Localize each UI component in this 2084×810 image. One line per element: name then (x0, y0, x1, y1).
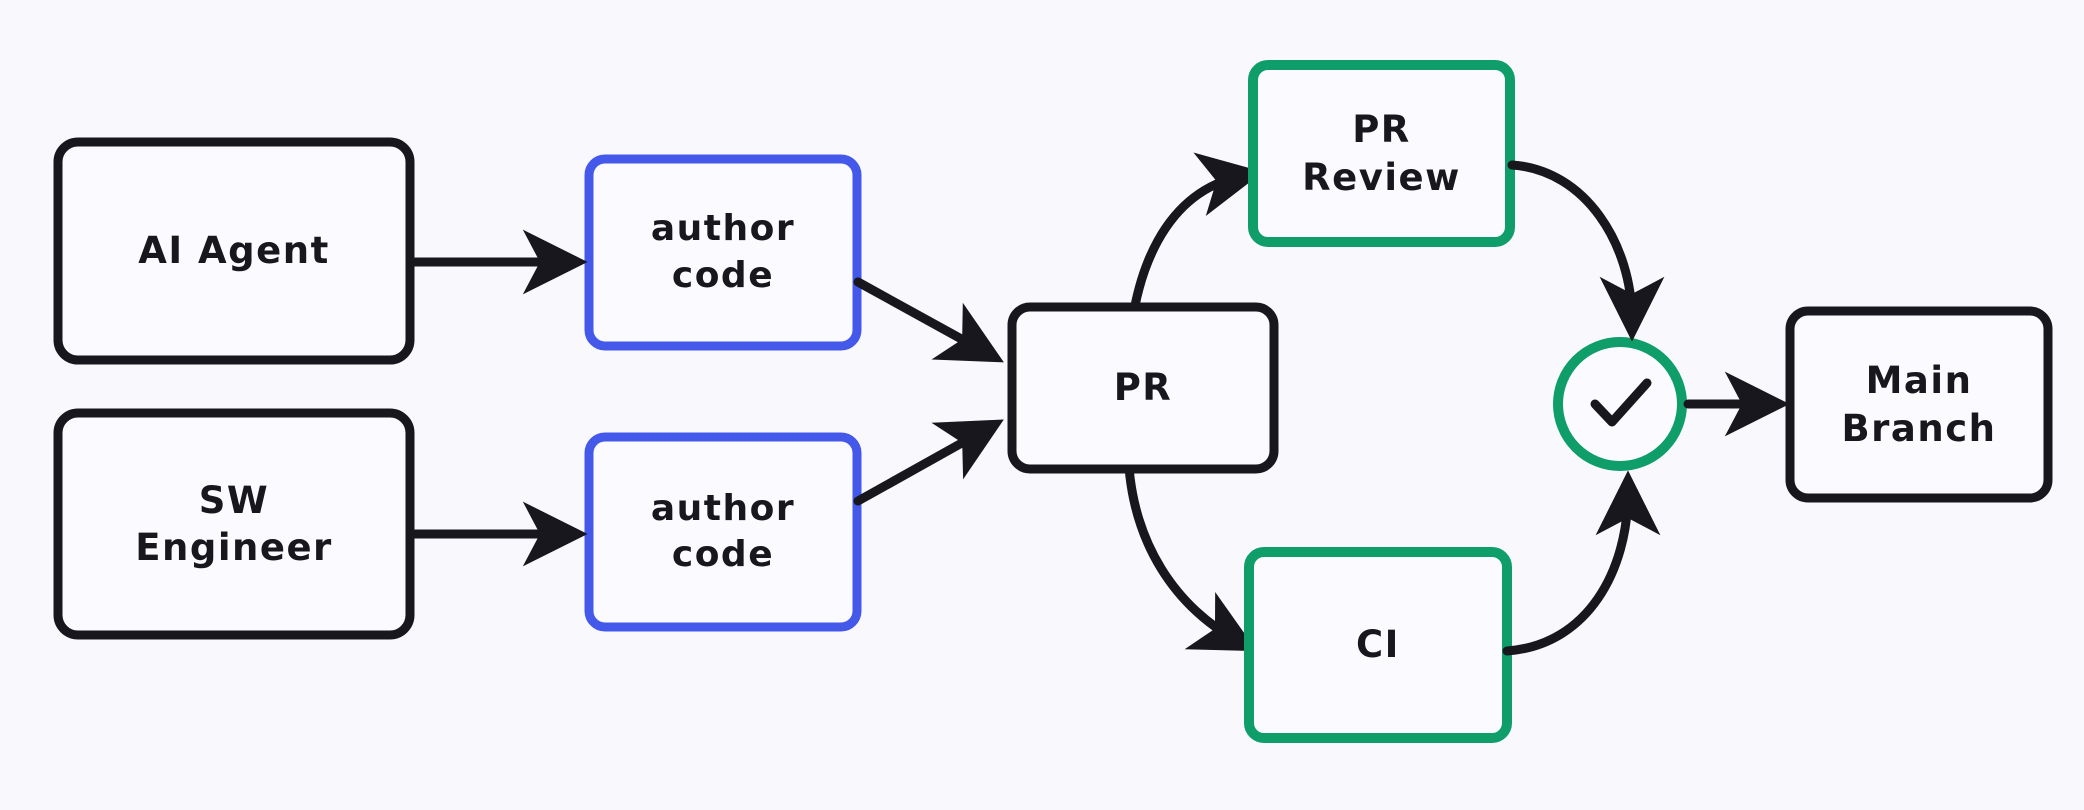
node-sw-engineer[interactable] (53, 408, 415, 640)
node-ai-agent[interactable] (53, 137, 415, 365)
node-ci[interactable] (1244, 547, 1512, 743)
edge-author-code-2-to-pr (853, 419, 1004, 506)
check-icon (1590, 378, 1652, 427)
node-check-gate[interactable] (1553, 337, 1687, 471)
edge-author-code-1-to-pr (853, 277, 1004, 363)
node-author-code-2[interactable] (584, 432, 862, 632)
edge-pr-review-to-check-gate (1507, 160, 1665, 342)
edge-ci-to-check-gate (1502, 470, 1661, 656)
node-main-branch[interactable] (1785, 306, 2053, 503)
node-author-code-1[interactable] (584, 154, 862, 351)
node-pr-review[interactable] (1248, 60, 1515, 247)
node-pr[interactable] (1007, 302, 1279, 474)
edge-pr-to-ci (1123, 438, 1258, 652)
